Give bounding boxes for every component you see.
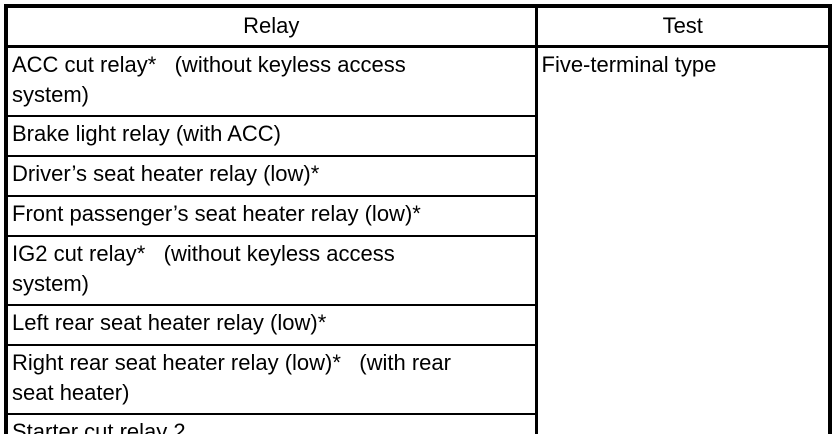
relay-cell-left-rear-seat-heater-relay: Left rear seat heater relay (low)* — [5, 304, 538, 346]
column-header-relay: Relay — [5, 5, 538, 48]
table-row: ACC cut relay* (without keyless access s… — [5, 45, 831, 434]
column-header-test: Test — [535, 5, 831, 48]
table-row: Brake light relay (with ACC) — [5, 115, 830, 157]
table-row: Front passenger’s seat heater relay (low… — [5, 195, 830, 237]
table-row: Right rear seat heater relay (low)* (wit… — [5, 344, 830, 415]
relay-cell-front-passengers-seat-heater-relay: Front passenger’s seat heater relay (low… — [5, 195, 538, 237]
relay-cell-brake-light-relay: Brake light relay (with ACC) — [5, 115, 538, 157]
table-row: Starter cut relay 2 — [5, 413, 830, 434]
header-row: Relay Test — [5, 5, 831, 48]
relay-cell-right-rear-seat-heater-relay: Right rear seat heater relay (low)* (wit… — [5, 344, 538, 415]
table-row: IG2 cut relay* (without keyless access s… — [5, 235, 830, 306]
relay-test-table: Relay Test ACC cut relay* (without keyle… — [4, 4, 832, 434]
relay-cell-drivers-seat-heater-relay: Driver’s seat heater relay (low)* — [5, 155, 538, 197]
test-cell: Five-terminal type — [535, 45, 831, 434]
relay-cell-starter-cut-relay-2: Starter cut relay 2 — [5, 413, 538, 434]
table-row: Driver’s seat heater relay (low)* — [5, 155, 830, 197]
table-row: Left rear seat heater relay (low)* — [5, 304, 830, 346]
relay-cell-ig2-cut-relay: IG2 cut relay* (without keyless access s… — [5, 235, 538, 306]
relay-cell-acc-cut-relay: ACC cut relay* (without keyless access s… — [5, 45, 538, 117]
